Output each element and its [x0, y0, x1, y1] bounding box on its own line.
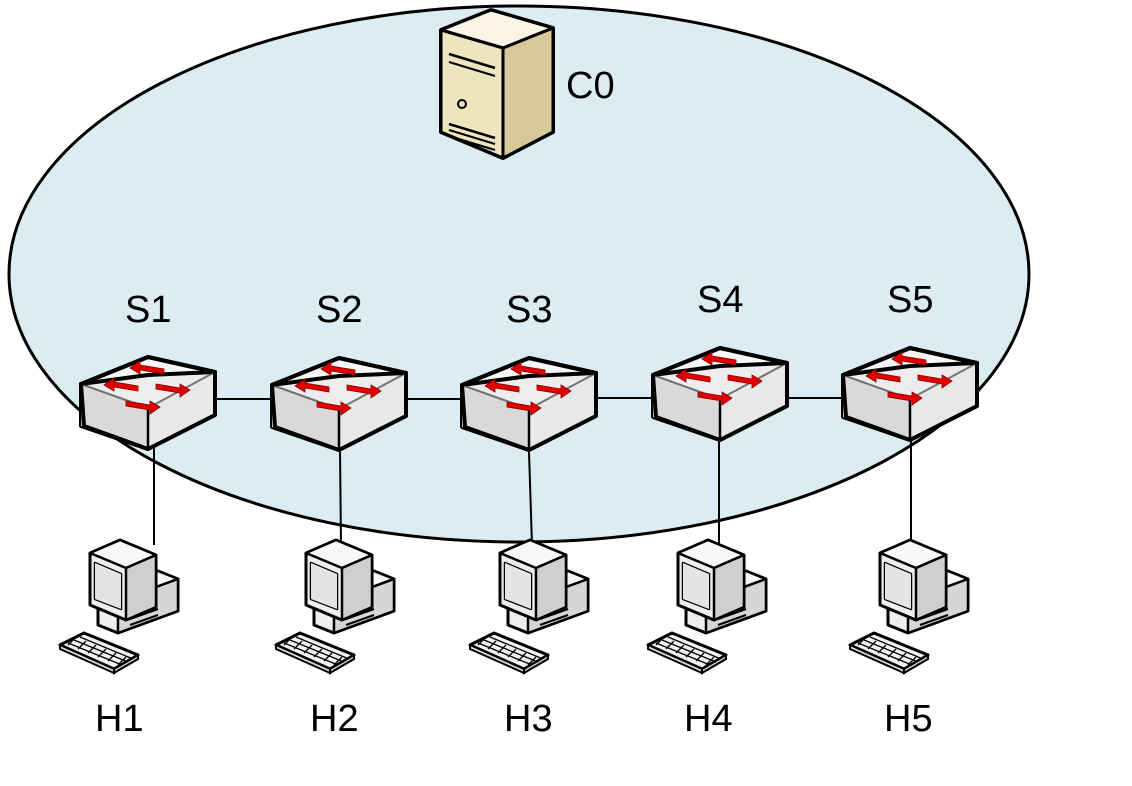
switch-label: S2	[316, 289, 362, 331]
switch-label: S3	[506, 289, 552, 331]
link-s2-h2	[339, 449, 342, 546]
computer-icon	[58, 538, 180, 675]
host-label: H1	[95, 698, 144, 740]
host-h3: H3	[468, 538, 590, 740]
host-h1: H1	[58, 538, 180, 740]
switch-label: S5	[887, 279, 933, 321]
host-h2: H2	[274, 538, 396, 740]
switch-s2: S2	[270, 289, 408, 452]
host-h4: H4	[646, 538, 768, 740]
host-label: H5	[884, 698, 933, 740]
computer-icon	[646, 538, 768, 675]
controller-node: C0	[439, 8, 615, 160]
host-links	[153, 440, 912, 546]
host-label: H4	[684, 698, 733, 740]
switch-s5: S5	[841, 279, 979, 442]
switch-links	[214, 397, 842, 400]
host-label: H3	[504, 698, 553, 740]
computer-icon	[848, 538, 970, 675]
switch-label: S4	[697, 279, 743, 321]
link-s3-h3	[528, 451, 533, 546]
controller-label: C0	[566, 65, 615, 107]
computer-icon	[468, 538, 590, 675]
host-label: H2	[310, 698, 359, 740]
switch-label: S1	[125, 289, 171, 331]
switch-s4: S4	[651, 279, 789, 442]
server-icon	[439, 8, 555, 160]
switch-s3: S3	[460, 289, 598, 452]
host-h5: H5	[848, 538, 970, 740]
switch-s1: S1	[79, 289, 217, 451]
computer-icon	[274, 538, 396, 675]
